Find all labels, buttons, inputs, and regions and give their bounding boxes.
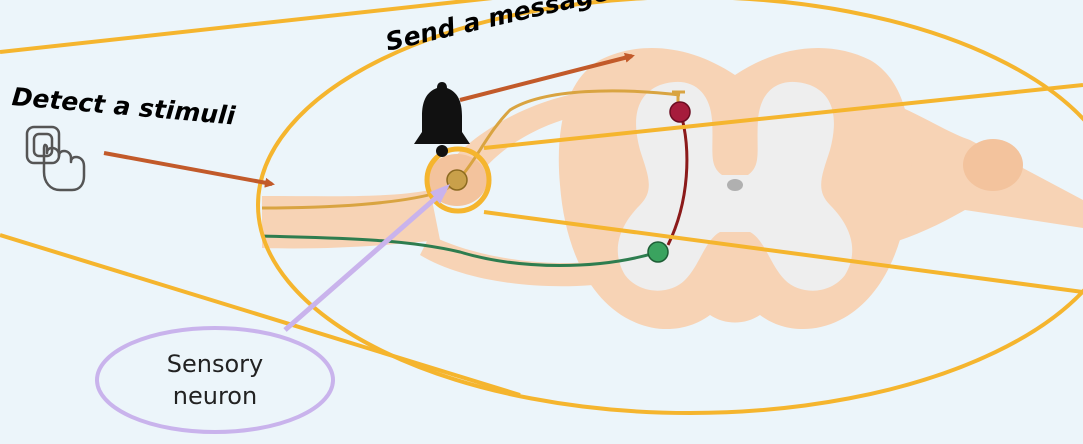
sensory-neuron-cell-body <box>447 170 467 190</box>
central-canal <box>727 179 743 191</box>
sensory-neuron-label: Sensory neuron <box>100 330 330 430</box>
detect-arrow <box>104 153 272 184</box>
touch-finger-icon <box>27 127 84 190</box>
sensory-neuron-label-line2: neuron <box>173 380 257 412</box>
bell-icon <box>414 82 470 157</box>
sensory-neuron-label-line1: Sensory <box>167 348 263 380</box>
interneuron-cell-body <box>670 102 690 122</box>
motor-neuron-cell-body <box>648 242 668 262</box>
dorsal-root-ganglion-right <box>963 139 1023 191</box>
